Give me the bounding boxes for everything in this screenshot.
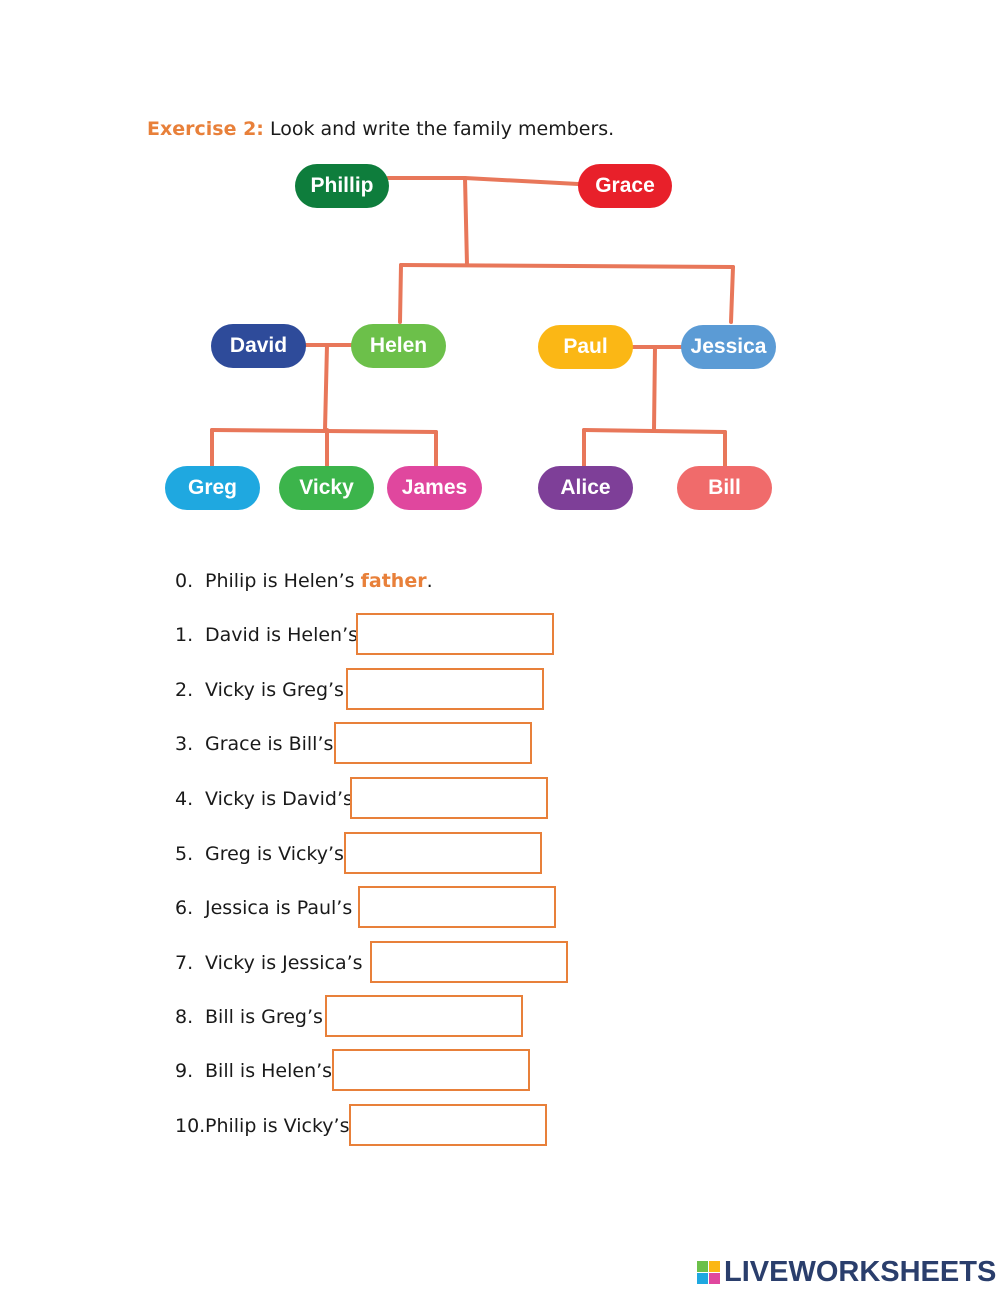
answer-box[interactable] (350, 777, 548, 819)
question-number: 2. (175, 679, 194, 701)
logo-text: LIVEWORKSHEETS (724, 1256, 997, 1288)
question-number: 0. (175, 570, 194, 592)
question-text: Bill is Greg’s (205, 1006, 323, 1028)
question-row: 6. Jessica is Paul’s (175, 888, 352, 928)
question-number: 5. (175, 843, 194, 865)
question-text: Grace is Bill’s (205, 733, 334, 755)
exercise-heading: Exercise 2: Look and write the family me… (147, 118, 614, 140)
question-text: Greg is Vicky’s (205, 843, 344, 865)
member-name: James (401, 476, 468, 499)
logo-blocks-icon (697, 1261, 720, 1284)
grandchildren-bar-left (210, 428, 438, 434)
answer-box[interactable] (325, 995, 523, 1037)
question-row: 10.Philip is Vicky’s (175, 1106, 349, 1146)
member-david: David (211, 324, 306, 368)
question-row: 5. Greg is Vicky’s (175, 834, 344, 874)
question-text: Philip is Vicky’s (205, 1115, 350, 1137)
children-bar (399, 263, 735, 269)
question-number: 8. (175, 1006, 194, 1028)
descent-line-david-helen (323, 343, 329, 432)
example-sentence: 0. Philip is Helen’s father. (175, 561, 433, 601)
question-number: 7. (175, 952, 194, 974)
exercise-instruction: Look and write the family members. (269, 118, 615, 140)
answer-box[interactable] (332, 1049, 530, 1091)
descent-line-paul-jessica (652, 345, 657, 432)
answer-box[interactable] (356, 613, 554, 655)
answer-box[interactable] (334, 722, 532, 764)
drop-jessica (729, 265, 735, 324)
answer-box[interactable] (346, 668, 544, 710)
member-name: Jessica (690, 335, 767, 358)
member-name: Grace (595, 174, 655, 197)
question-number: 6. (175, 897, 194, 919)
question-row: 2. Vicky is Greg’s (175, 670, 344, 710)
question-number: 9. (175, 1060, 194, 1082)
member-name: Paul (563, 335, 608, 358)
member-alice: Alice (538, 466, 633, 510)
question-row: 8. Bill is Greg’s (175, 997, 323, 1037)
member-vicky: Vicky (279, 466, 374, 510)
question-number: 10. (175, 1115, 206, 1137)
member-name: Vicky (299, 476, 354, 499)
member-jessica: Jessica (681, 325, 776, 369)
grandchildren-bar-right (582, 428, 727, 434)
answer-box[interactable] (344, 832, 542, 874)
answer-box[interactable] (358, 886, 556, 928)
member-bill: Bill (677, 466, 772, 510)
question-row: 3. Grace is Bill’s (175, 724, 333, 764)
member-name: David (229, 334, 288, 357)
member-name: Bill (708, 476, 741, 499)
question-text: Bill is Helen’s (205, 1060, 333, 1082)
question-number: 1. (175, 624, 194, 646)
question-row: 7. Vicky is Jessica’s (175, 943, 363, 983)
exercise-label: Exercise 2: (147, 118, 264, 140)
question-text: Vicky is David’s (205, 788, 353, 810)
example-answer: father (360, 570, 427, 592)
member-paul: Paul (538, 325, 633, 369)
question-text: Vicky is Jessica’s (205, 952, 363, 974)
question-text: David is Helen’s (205, 624, 359, 646)
liveworksheets-logo: LIVEWORKSHEETS (697, 1256, 996, 1289)
question-text: Vicky is Greg’s (205, 679, 344, 701)
question-text: Jessica is Paul’s (205, 897, 353, 919)
couple-line-phillip-grace (386, 176, 580, 186)
member-name: Phillip (310, 174, 374, 197)
descent-line-grandparents (463, 176, 469, 267)
question-row: 4. Vicky is David’s (175, 779, 353, 819)
member-greg: Greg (165, 466, 260, 510)
question-number: 4. (175, 788, 194, 810)
member-name: Alice (560, 476, 611, 499)
question-row: 1. David is Helen’s (175, 615, 358, 655)
answer-box[interactable] (349, 1104, 547, 1146)
example-period: . (426, 570, 433, 592)
member-name: Helen (369, 334, 428, 357)
example-text: Philip is Helen’s (205, 570, 355, 592)
member-grace: Grace (578, 164, 672, 208)
family-tree-lines (210, 176, 735, 469)
answer-box[interactable] (370, 941, 568, 983)
member-helen: Helen (351, 324, 446, 368)
member-james: James (387, 466, 482, 510)
member-name: Greg (187, 476, 237, 499)
question-row: 9. Bill is Helen’s (175, 1051, 332, 1091)
question-number: 3. (175, 733, 194, 755)
drop-helen (398, 263, 403, 324)
member-phillip: Phillip (295, 164, 389, 208)
